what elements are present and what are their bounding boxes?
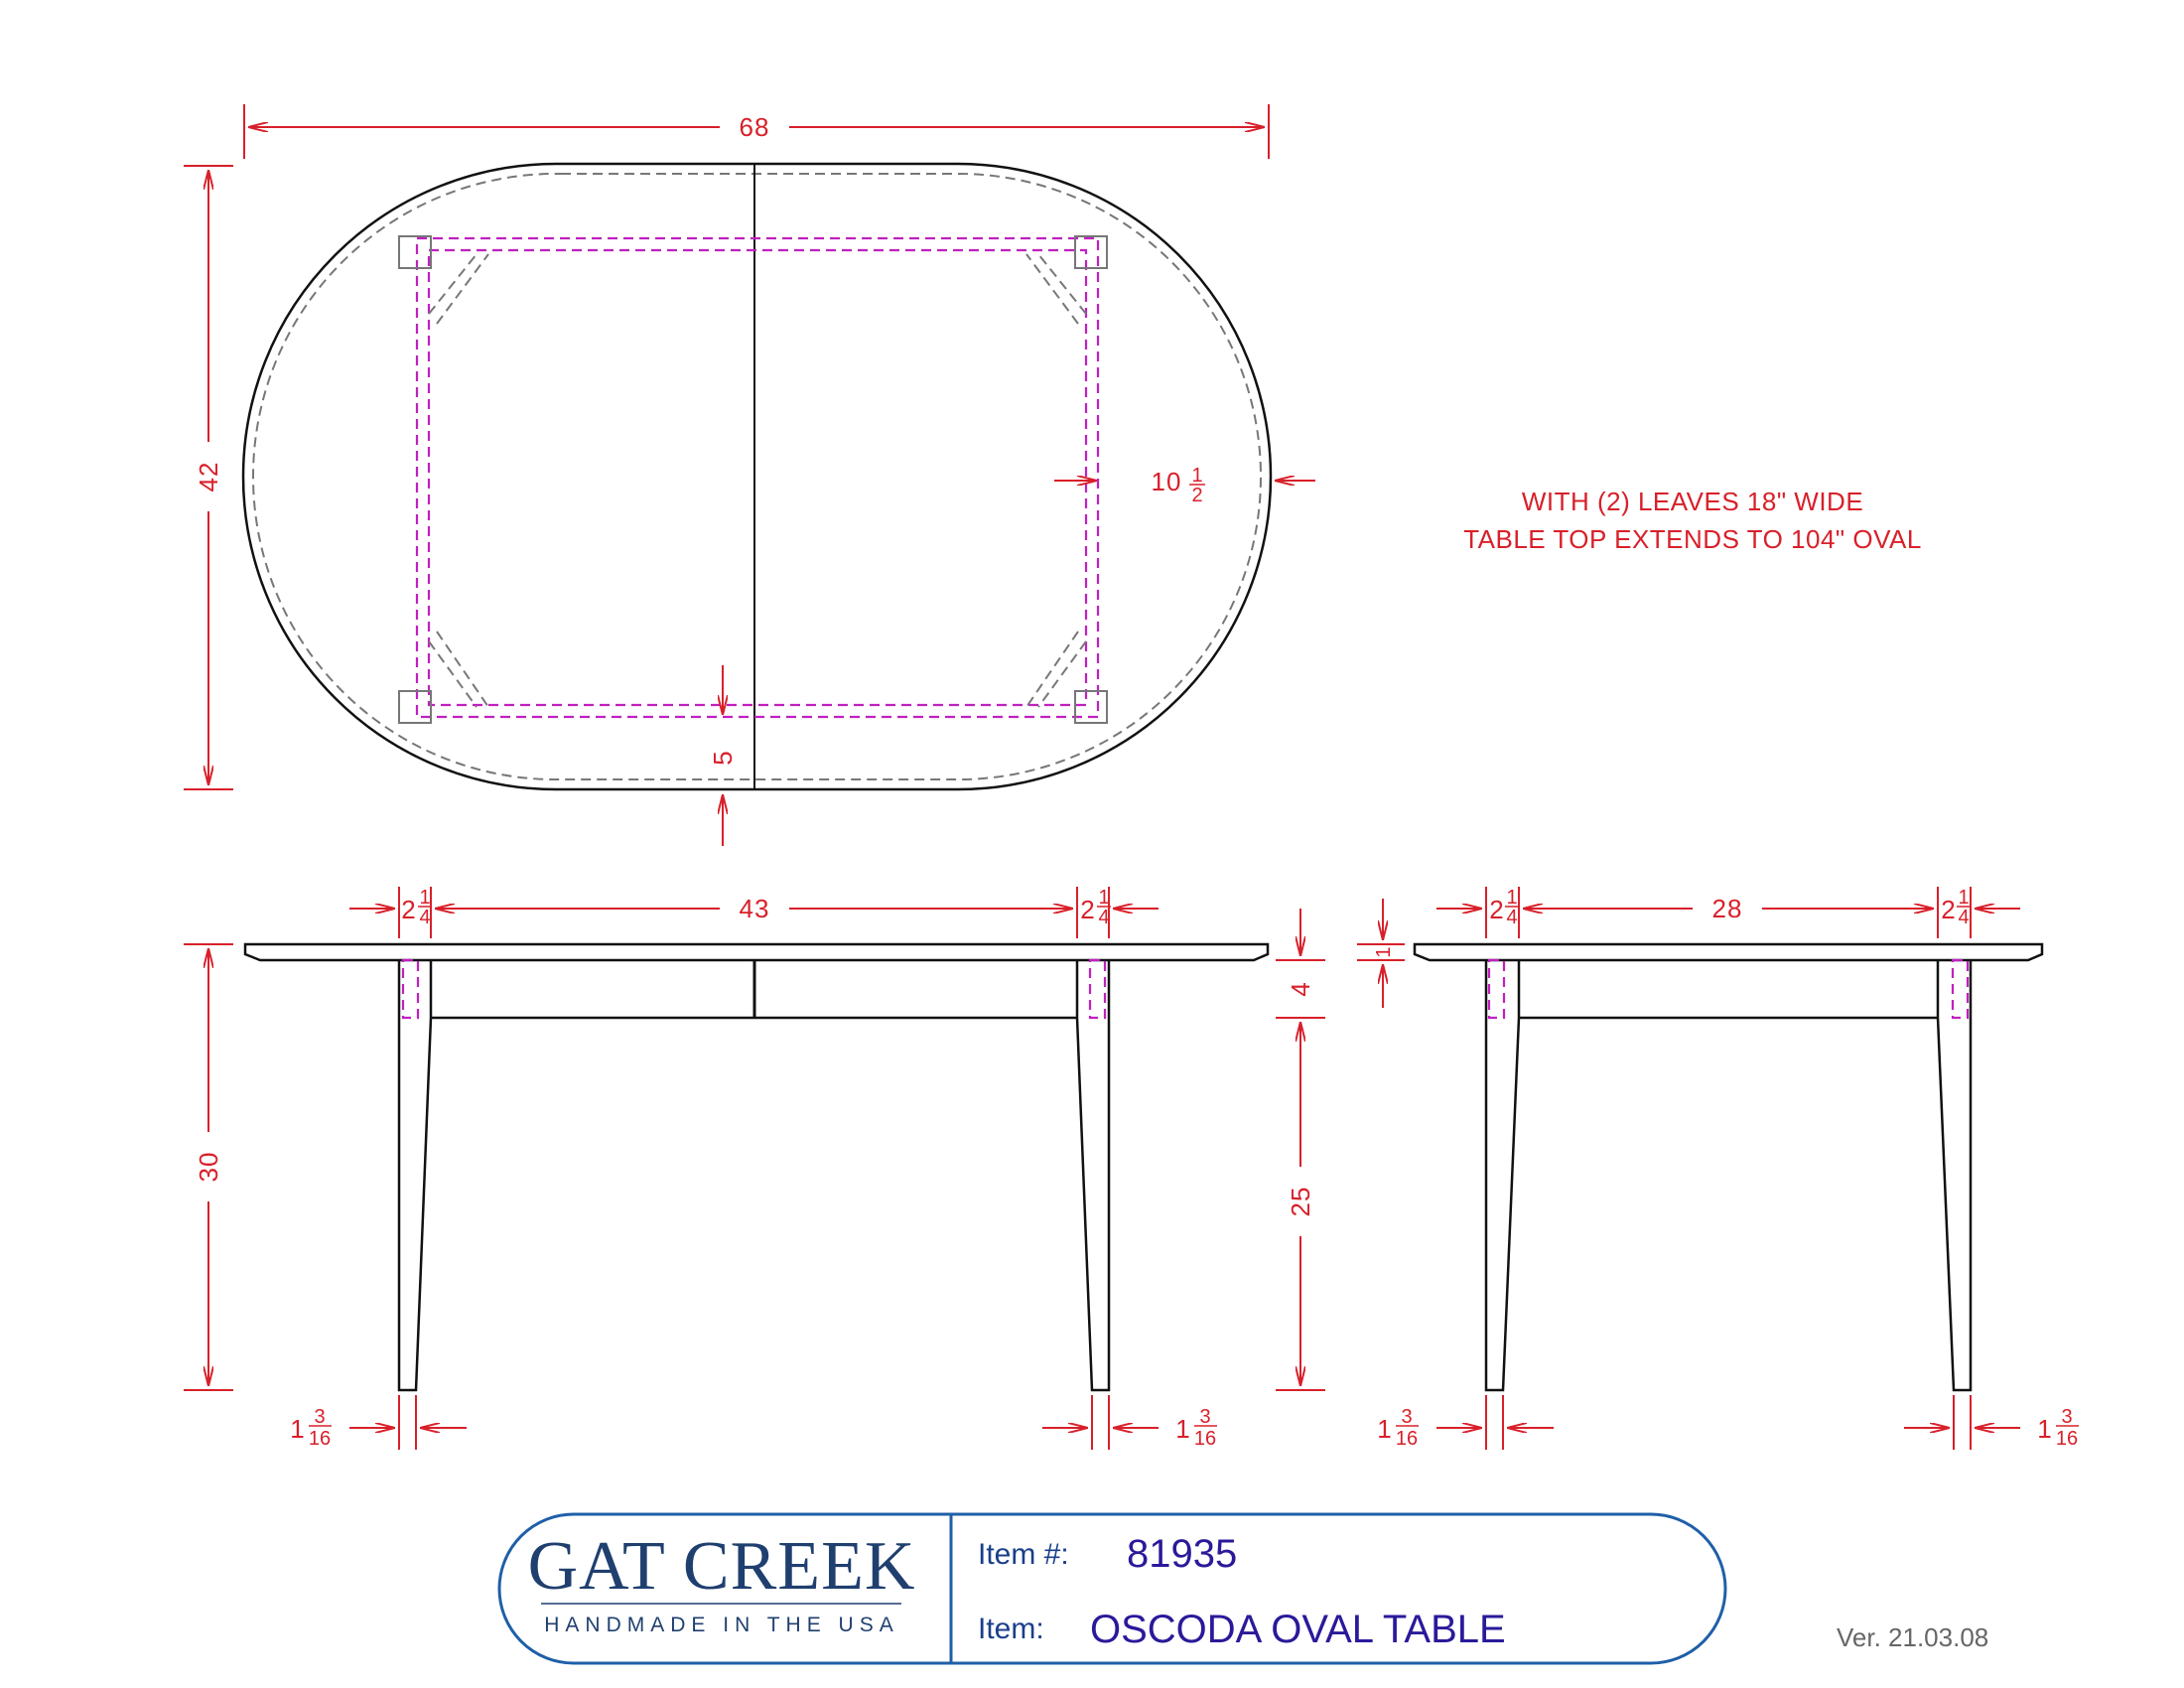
dim-front-leg-left: 2 1 4 [349,887,432,938]
side-top [1413,942,2044,962]
svg-text:1: 1 [1377,1414,1392,1444]
front-leg-left [397,960,433,1392]
svg-text:3: 3 [1199,1406,1210,1428]
svg-text:4: 4 [1506,907,1517,928]
leg-blocks [398,235,1108,724]
dim-front-between: 43 [435,894,1073,923]
svg-text:43: 43 [740,894,770,923]
svg-text:2: 2 [1941,895,1956,924]
svg-text:1: 1 [1175,1414,1190,1444]
item-name-label: Item: [978,1613,1044,1645]
corner-braces [428,253,1087,708]
plan-view: 68 42 10 1 2 5 [184,104,1315,846]
version-label: Ver. 21.03.08 [1837,1622,1988,1652]
front-top [243,942,1270,962]
item-number-value: 81935 [1127,1532,1237,1576]
dim-apron-height: 4 [1276,909,1325,1019]
svg-text:1: 1 [1191,465,1202,487]
front-leg-right [1075,960,1111,1392]
svg-text:2: 2 [1489,895,1504,924]
svg-text:2: 2 [1191,485,1202,506]
side-leg-right [1936,960,1973,1392]
table-top-edge-hidden [251,172,1263,781]
company-tagline: HANDMADE IN THE USA [544,1614,898,1636]
dim-front-leg-right: 2 1 4 [1076,887,1159,938]
svg-text:3: 3 [1401,1406,1412,1428]
note-line-1: WITH (2) LEAVES 18" WIDE [1522,487,1863,516]
svg-text:16: 16 [1396,1428,1418,1450]
apron-hidden [415,236,1100,719]
svg-text:42: 42 [194,462,223,492]
svg-text:1: 1 [290,1414,305,1444]
dim-top-width: 68 [243,104,1270,159]
dim-front-height: 30 [184,943,233,1391]
svg-text:1: 1 [419,887,430,909]
dim-foot-side-right: 1 3 16 [1904,1395,2079,1450]
dim-side-leg-left: 2 1 4 [1436,887,1520,938]
dim-foot-front-right: 1 3 16 [1042,1395,1217,1450]
note-line-2: TABLE TOP EXTENDS TO 104" OVAL [1463,524,1922,554]
svg-text:16: 16 [1194,1428,1216,1450]
dim-foot-front-left: 1 3 16 [290,1395,467,1450]
side-leg-left [1484,960,1521,1392]
item-number-label: Item #: [978,1538,1069,1571]
svg-text:25: 25 [1286,1187,1315,1217]
svg-text:2: 2 [401,895,416,924]
dim-side-inset: 5 [708,665,738,846]
dim-side-between: 28 [1523,894,1934,923]
svg-text:1: 1 [1958,887,1969,909]
leaves-note: WITH (2) LEAVES 18" WIDE TABLE TOP EXTEN… [1463,487,1922,554]
dim-top-depth: 42 [184,165,233,790]
table-top-outline [241,162,1273,791]
dim-foot-side-left: 1 3 16 [1377,1395,1554,1450]
dim-side-leg-right: 2 1 4 [1937,887,2020,938]
side-elevation: 2 1 4 28 2 1 4 1 [1357,887,2079,1450]
front-elevation: 2 1 4 43 2 1 4 30 [184,887,1325,1450]
svg-text:4: 4 [419,907,430,928]
company-logo: GAT CREEK [528,1528,916,1605]
svg-text:1: 1 [2037,1414,2052,1444]
svg-text:5: 5 [708,750,738,765]
svg-text:2: 2 [1080,895,1095,924]
svg-text:16: 16 [2056,1428,2078,1450]
svg-text:3: 3 [2061,1406,2072,1428]
svg-text:3: 3 [314,1406,325,1428]
svg-text:4: 4 [1958,907,1969,928]
item-name-value: OSCODA OVAL TABLE [1090,1608,1506,1651]
svg-text:1: 1 [1373,946,1395,957]
svg-text:30: 30 [194,1152,223,1183]
svg-text:68: 68 [740,112,770,142]
dim-top-thickness: 1 [1357,899,1405,1008]
title-block-border [497,1512,1727,1665]
svg-text:10: 10 [1152,467,1182,496]
dim-apron-inset: 10 1 2 [1054,465,1315,506]
dim-leg-below-apron: 25 [1276,1022,1325,1391]
svg-text:1: 1 [1506,887,1517,909]
svg-text:28: 28 [1712,894,1743,923]
svg-text:4: 4 [1098,907,1109,928]
svg-text:4: 4 [1286,981,1315,996]
title-block: GAT CREEK HANDMADE IN THE USA Item #: 81… [497,1512,1727,1665]
svg-text:1: 1 [1098,887,1109,909]
svg-text:16: 16 [309,1428,331,1450]
